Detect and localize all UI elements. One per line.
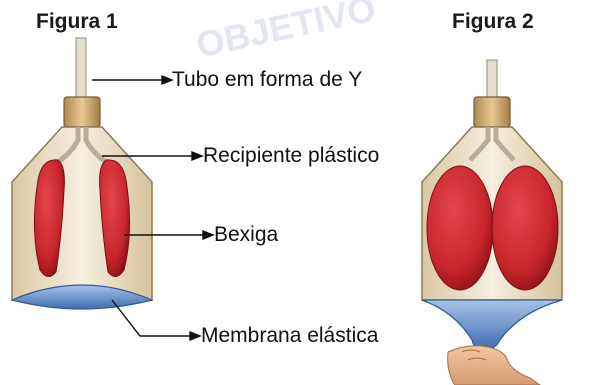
label-tube: Tubo em forma de Y	[172, 68, 362, 92]
y-tube-stem	[76, 38, 86, 100]
bladder-right-inflated	[492, 166, 558, 290]
label-bladder: Bexiga	[214, 223, 278, 247]
hand-pulling	[448, 346, 540, 385]
elastic-membrane-pulled	[422, 300, 562, 350]
y-tube-stem-2	[487, 60, 497, 102]
figure-2-model	[422, 60, 562, 385]
label-membrane: Membrana elástica	[201, 324, 378, 348]
container-cap	[64, 97, 100, 127]
bladder-left-inflated	[427, 166, 493, 290]
figure-1-model	[12, 38, 152, 309]
label-container: Recipiente plástico	[203, 144, 379, 168]
plastic-container	[12, 127, 152, 306]
container-cap-2	[474, 97, 510, 127]
